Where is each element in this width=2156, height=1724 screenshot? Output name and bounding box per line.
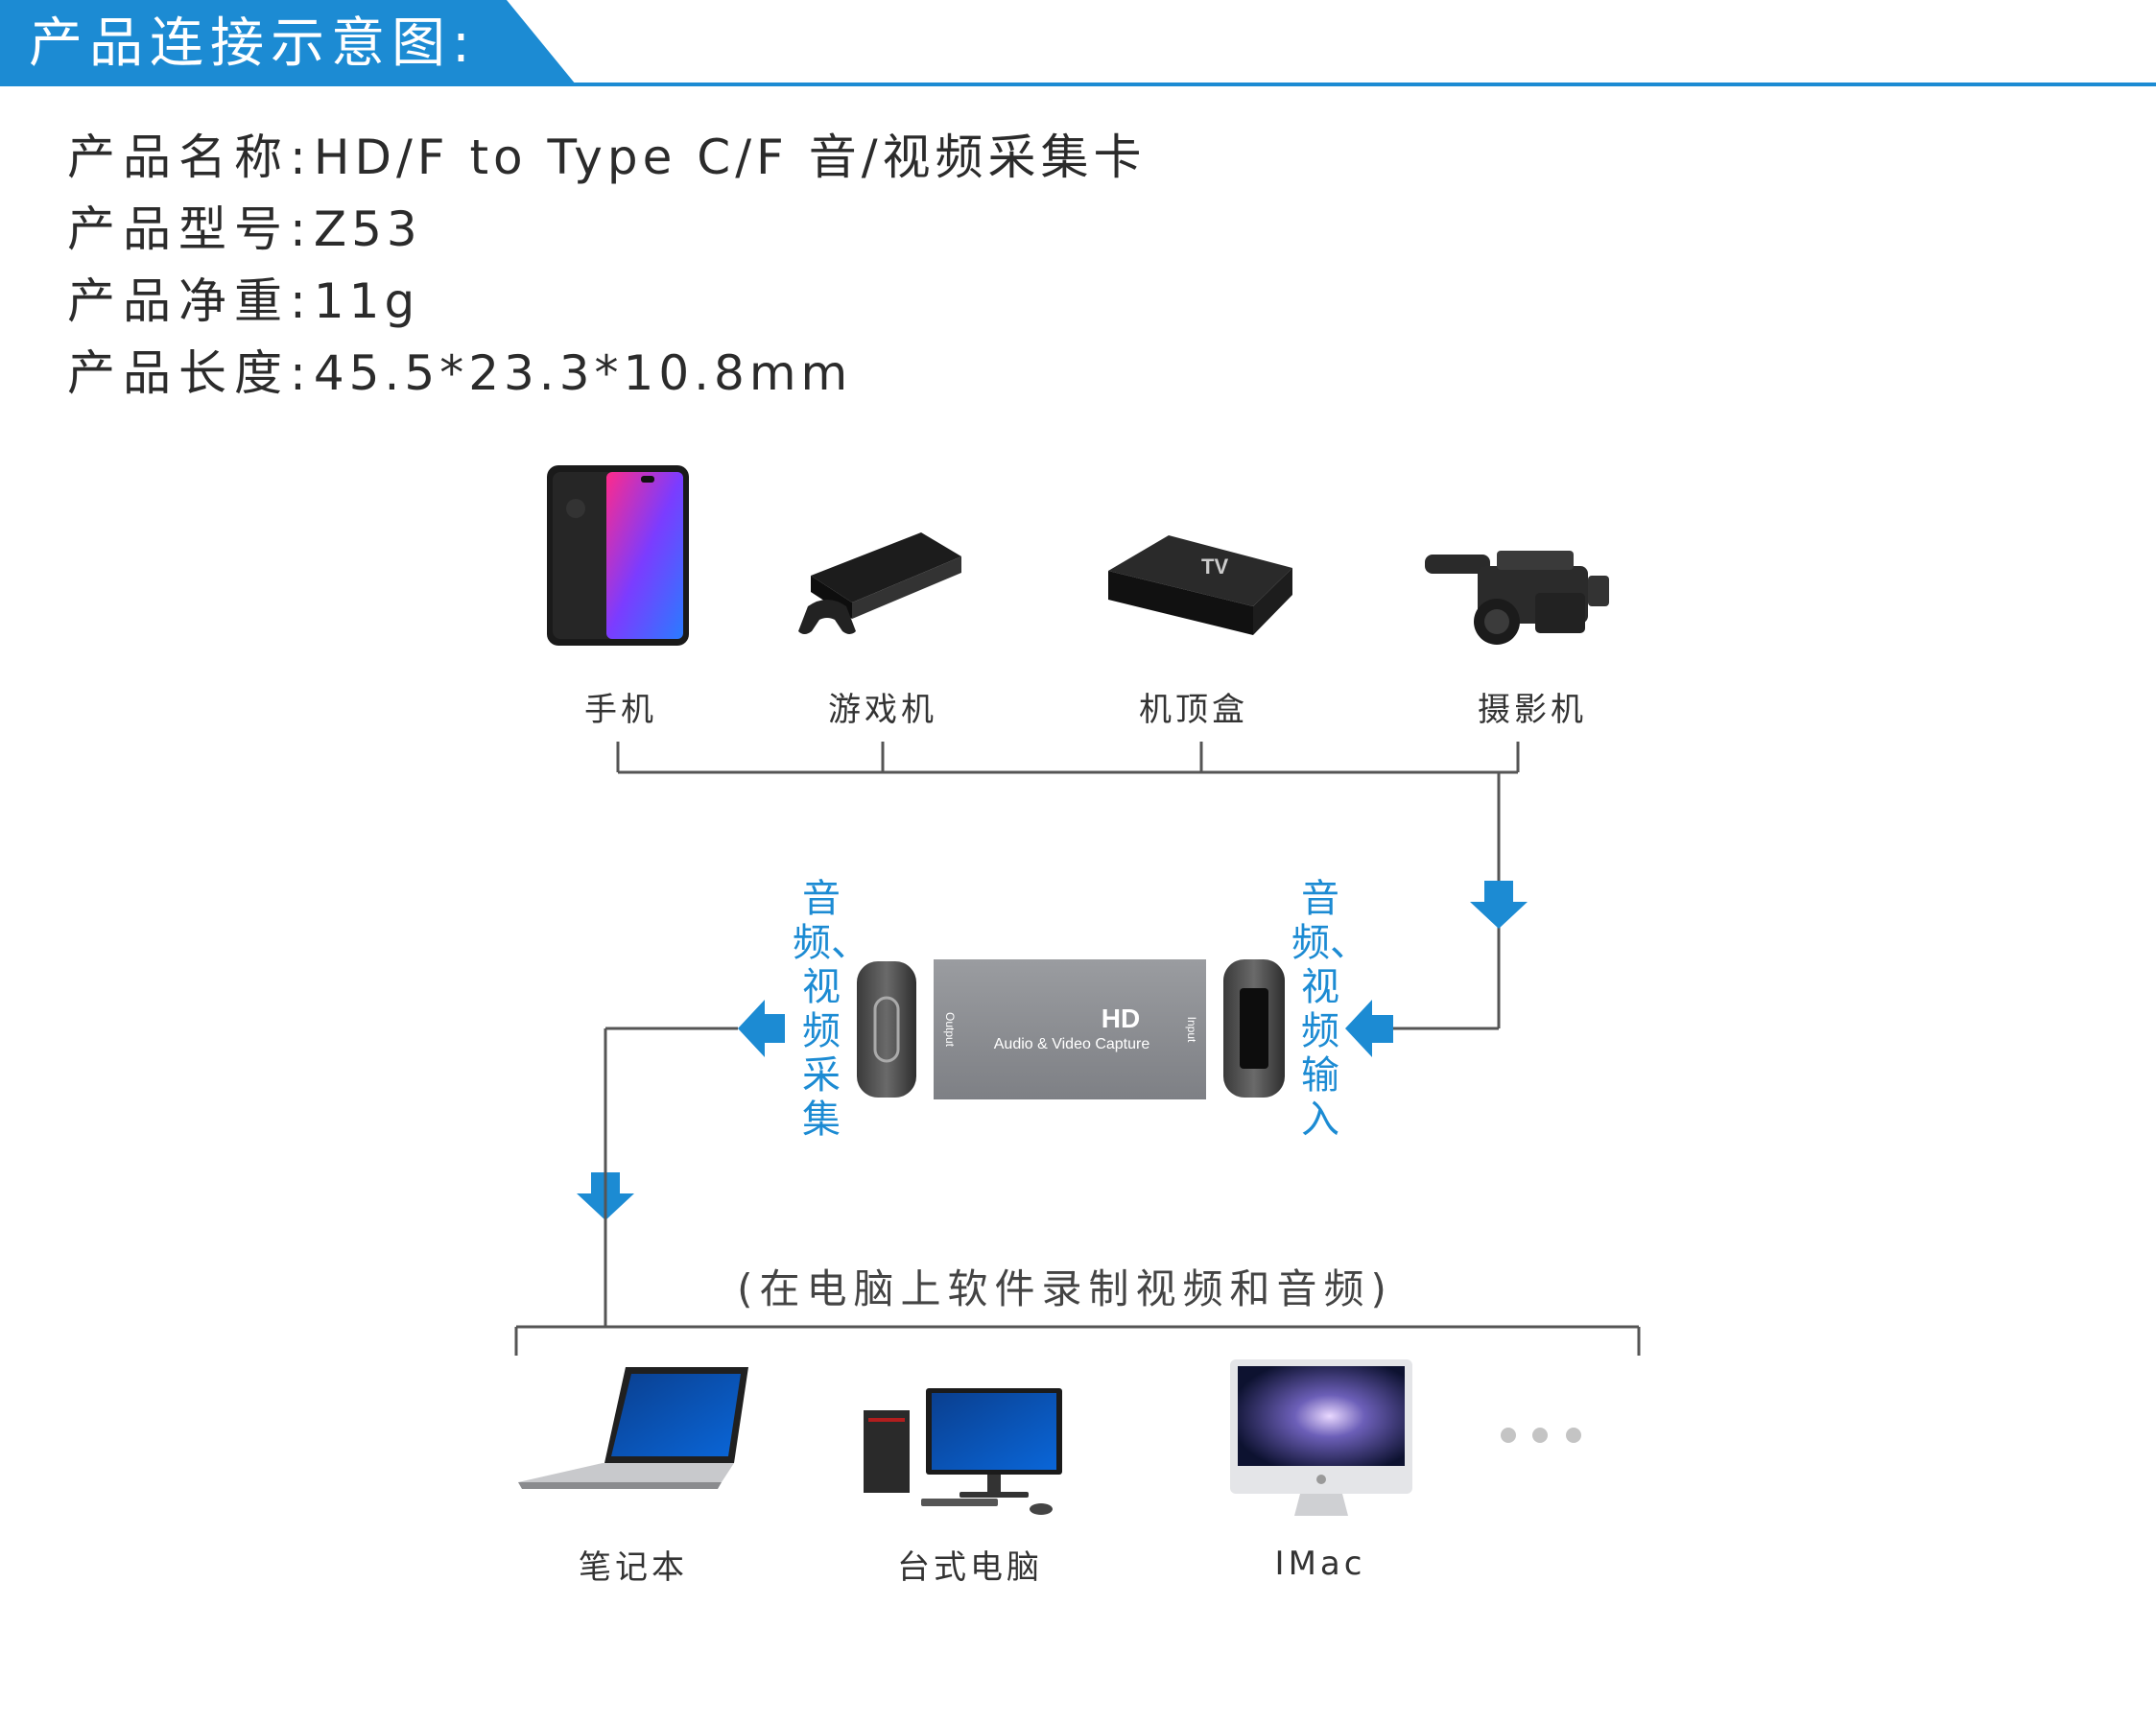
target-label-laptop: 笔记本 — [579, 1548, 688, 1587]
header-divider — [0, 83, 2156, 86]
spec-value: 11g — [313, 273, 420, 329]
spec-key: 产品净重: — [67, 273, 314, 329]
spec-product-name: 产品名称:HD/F to Type C/F 音/视频采集卡 — [67, 119, 1147, 188]
spec-weight: 产品净重:11g — [67, 263, 419, 332]
source-bracket-lines — [616, 742, 1520, 1030]
header-banner — [0, 0, 576, 84]
svg-text:TV: TV — [1201, 555, 1228, 579]
arrow-down-icon — [1470, 881, 1528, 929]
spec-dimensions: 产品长度:45.5*23.3*10.8mm — [67, 335, 852, 404]
arrow-left-icon — [1345, 1000, 1393, 1057]
output-port-label: Output — [943, 1012, 957, 1048]
imac-icon — [1230, 1359, 1412, 1516]
spec-model: 产品型号:Z53 — [67, 191, 422, 260]
camcorder-icon — [1425, 551, 1609, 645]
spec-key: 产品名称: — [67, 130, 314, 185]
arrow-left-icon — [738, 1000, 785, 1057]
smartphone-icon — [547, 465, 689, 646]
source-label-camcorder: 摄影机 — [1478, 691, 1587, 729]
spec-value: Z53 — [313, 201, 422, 257]
input-caption: 音频、视频输入 — [1291, 877, 1368, 1142]
spec-value: HD/F to Type C/F 音/视频采集卡 — [313, 130, 1147, 185]
source-label-settop: 机顶盒 — [1139, 691, 1248, 729]
laptop-icon — [518, 1367, 748, 1489]
source-label-phone: 手机 — [584, 691, 657, 729]
spec-value: 45.5*23.3*10.8mm — [313, 345, 853, 401]
device-subtitle: Audio & Video Capture — [994, 1036, 1150, 1052]
capture-device — [857, 959, 1285, 1099]
game-console-icon — [798, 532, 961, 634]
page-title: 产品连接示意图: — [29, 12, 477, 75]
more-icon — [1501, 1428, 1581, 1443]
spec-key: 产品长度: — [67, 345, 314, 401]
set-top-box-icon: TV — [1108, 535, 1292, 635]
target-label-desktop: 台式电脑 — [897, 1548, 1043, 1587]
capture-caption: 音频、视频采集 — [793, 877, 869, 1142]
target-bracket-lines — [514, 1325, 1641, 1356]
desktop-computer-icon — [864, 1388, 1062, 1515]
spec-key: 产品型号: — [67, 201, 314, 257]
recording-note: (在电脑上软件录制视频和音频) — [737, 1265, 1393, 1312]
input-port-label: Input — [1185, 1017, 1198, 1043]
source-label-console: 游戏机 — [828, 691, 937, 729]
output-path-lines — [604, 1027, 738, 1327]
device-brand: HD — [1102, 1004, 1140, 1033]
target-label-imac: IMac — [1274, 1545, 1366, 1583]
